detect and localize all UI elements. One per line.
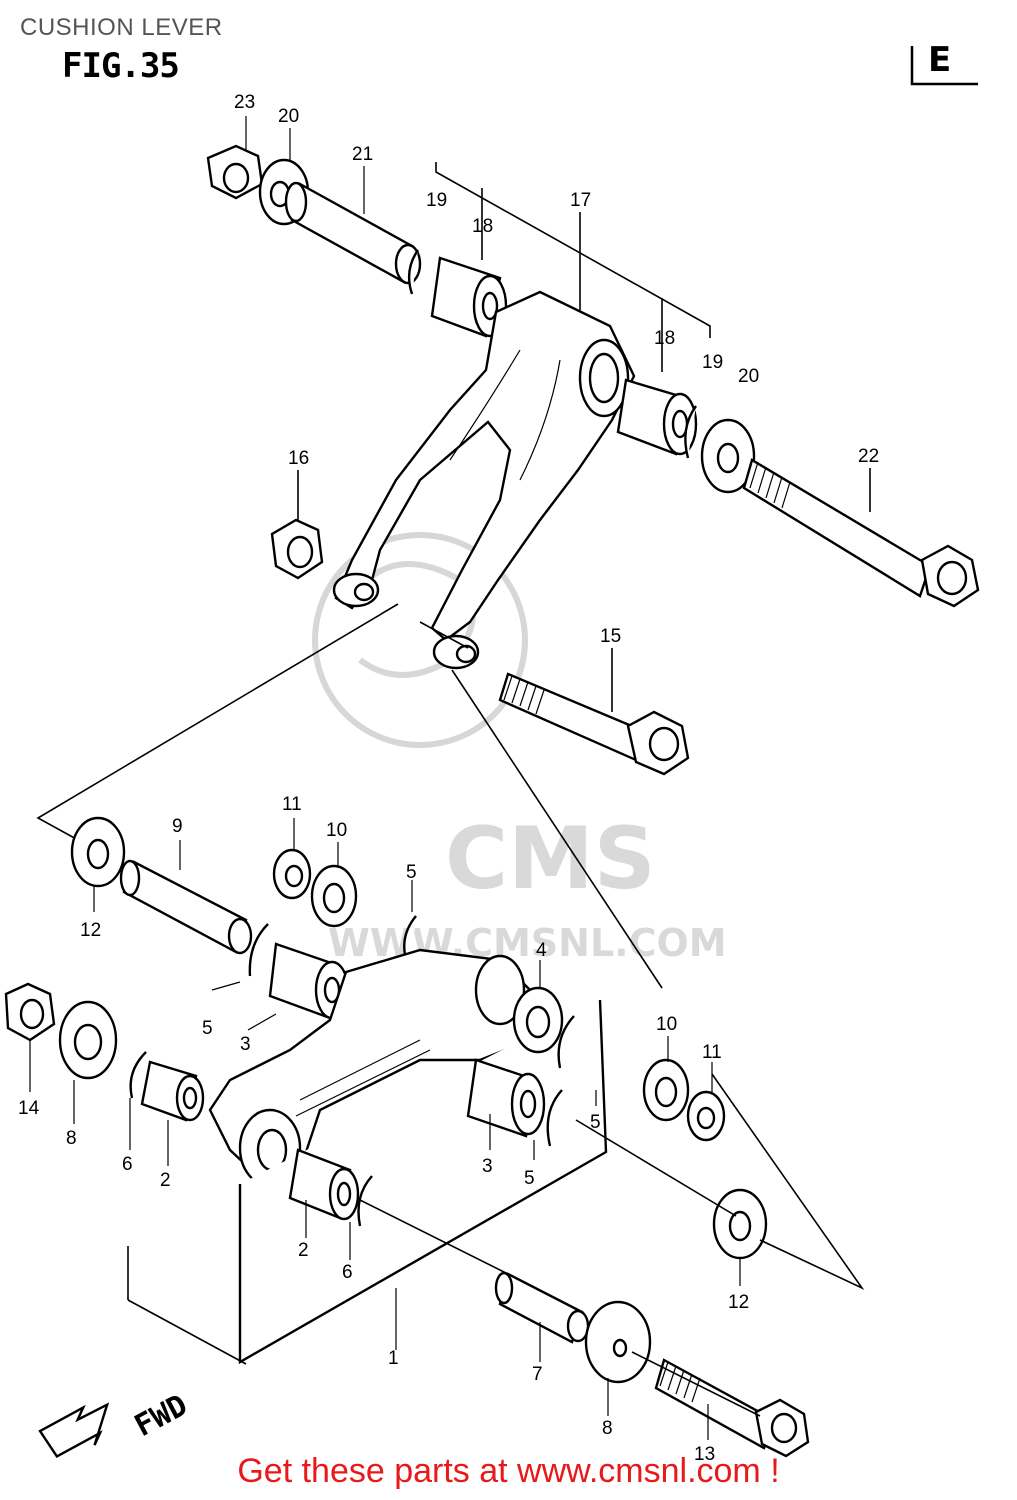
circlip-19-right bbox=[684, 405, 697, 459]
callout-3-left: 3 bbox=[240, 1034, 251, 1055]
callout-labels: 23 20 21 19 18 17 18 19 20 22 16 15 11 1… bbox=[18, 92, 879, 1465]
bearing-2-left bbox=[140, 1060, 205, 1122]
callout-17: 17 bbox=[570, 190, 591, 211]
callout-8-left: 8 bbox=[66, 1128, 77, 1149]
callout-1: 1 bbox=[388, 1348, 399, 1369]
callout-12-right: 12 bbox=[728, 1292, 749, 1313]
corner-mark: E bbox=[928, 40, 952, 80]
callout-14: 14 bbox=[18, 1098, 40, 1119]
oil-seal-10-lower bbox=[642, 1058, 690, 1122]
circlip-5-right-upper bbox=[557, 1015, 575, 1069]
callout-12-left: 12 bbox=[80, 920, 101, 941]
lever-17 bbox=[332, 290, 636, 670]
corner-bracket bbox=[910, 46, 978, 86]
cushion-lever-upper bbox=[206, 116, 980, 776]
oil-seal-10-upper bbox=[310, 864, 358, 928]
washer-8-lower bbox=[584, 1300, 652, 1384]
callout-6-left: 6 bbox=[122, 1154, 133, 1175]
callout-20-lower: 20 bbox=[738, 366, 759, 387]
flange-nut-14 bbox=[4, 982, 56, 1042]
washer-12-left bbox=[70, 816, 126, 888]
washer-11-upper bbox=[272, 848, 312, 900]
bolt-15 bbox=[498, 672, 690, 776]
callout-8-lower: 8 bbox=[602, 1418, 613, 1439]
fwd-label: FWD bbox=[129, 1388, 193, 1444]
callout-9: 9 bbox=[172, 816, 183, 837]
collar-9 bbox=[119, 859, 253, 955]
callout-5-top: 5 bbox=[406, 862, 417, 883]
callout-18-upper: 18 bbox=[472, 216, 493, 237]
callout-5-right-lower: 5 bbox=[524, 1168, 535, 1189]
callout-6-lower: 6 bbox=[342, 1262, 353, 1283]
diagram-title: CUSHION LEVER bbox=[20, 14, 223, 41]
callout-11-upper: 11 bbox=[282, 794, 302, 815]
bolt-22 bbox=[742, 458, 980, 608]
figure-number: FIG.35 bbox=[62, 46, 180, 86]
circlip-6-left bbox=[129, 1051, 147, 1099]
oil-seal-4 bbox=[512, 986, 564, 1054]
callout-22: 22 bbox=[858, 446, 879, 467]
bolt-13 bbox=[654, 1358, 810, 1458]
assembly-lines bbox=[36, 603, 663, 989]
bearing-3-right bbox=[466, 1058, 546, 1138]
callout-15: 15 bbox=[600, 626, 621, 647]
circlip-5-left bbox=[248, 923, 269, 977]
washer-8-left bbox=[58, 1000, 118, 1080]
collar-21 bbox=[284, 181, 422, 285]
callout-10-lower: 10 bbox=[656, 1014, 677, 1035]
bearing-2-lower bbox=[288, 1148, 360, 1221]
flange-nut-23 bbox=[206, 144, 264, 200]
callout-4: 4 bbox=[536, 940, 547, 961]
collar-7 bbox=[494, 1271, 590, 1344]
callout-21: 21 bbox=[352, 144, 373, 165]
callout-13: 13 bbox=[694, 1444, 715, 1465]
washer-20-lower bbox=[700, 418, 756, 494]
cushion-rod-lower bbox=[4, 816, 865, 1458]
circlip-19-left bbox=[407, 249, 419, 295]
footer-promo-text: Get these parts at www.cmsnl.com ! bbox=[237, 1452, 780, 1490]
circlip-5-right-lower bbox=[546, 1089, 563, 1147]
callout-16: 16 bbox=[288, 448, 309, 469]
callout-18-lower: 18 bbox=[654, 328, 675, 349]
callout-3-right: 3 bbox=[482, 1156, 493, 1177]
callout-2-left: 2 bbox=[160, 1170, 171, 1191]
flange-nut-16 bbox=[270, 518, 324, 580]
washer-12-right bbox=[712, 1188, 768, 1260]
watermark-text: CMS bbox=[445, 809, 656, 909]
washer-11-lower bbox=[686, 1090, 726, 1142]
callout-5-left: 5 bbox=[202, 1018, 213, 1039]
callout-5-right-upper: 5 bbox=[590, 1112, 601, 1133]
callout-2-lower: 2 bbox=[298, 1240, 309, 1261]
callout-19-lower: 19 bbox=[702, 352, 723, 373]
callout-20-upper: 20 bbox=[278, 106, 299, 127]
callout-23: 23 bbox=[234, 92, 255, 113]
forward-arrow: FWD bbox=[38, 1388, 193, 1459]
callout-10-upper: 10 bbox=[326, 820, 347, 841]
callout-19-upper: 19 bbox=[426, 190, 447, 211]
circlip-6-lower bbox=[357, 1175, 373, 1227]
callout-11-lower: 11 bbox=[702, 1042, 722, 1063]
callout-7: 7 bbox=[532, 1364, 543, 1385]
